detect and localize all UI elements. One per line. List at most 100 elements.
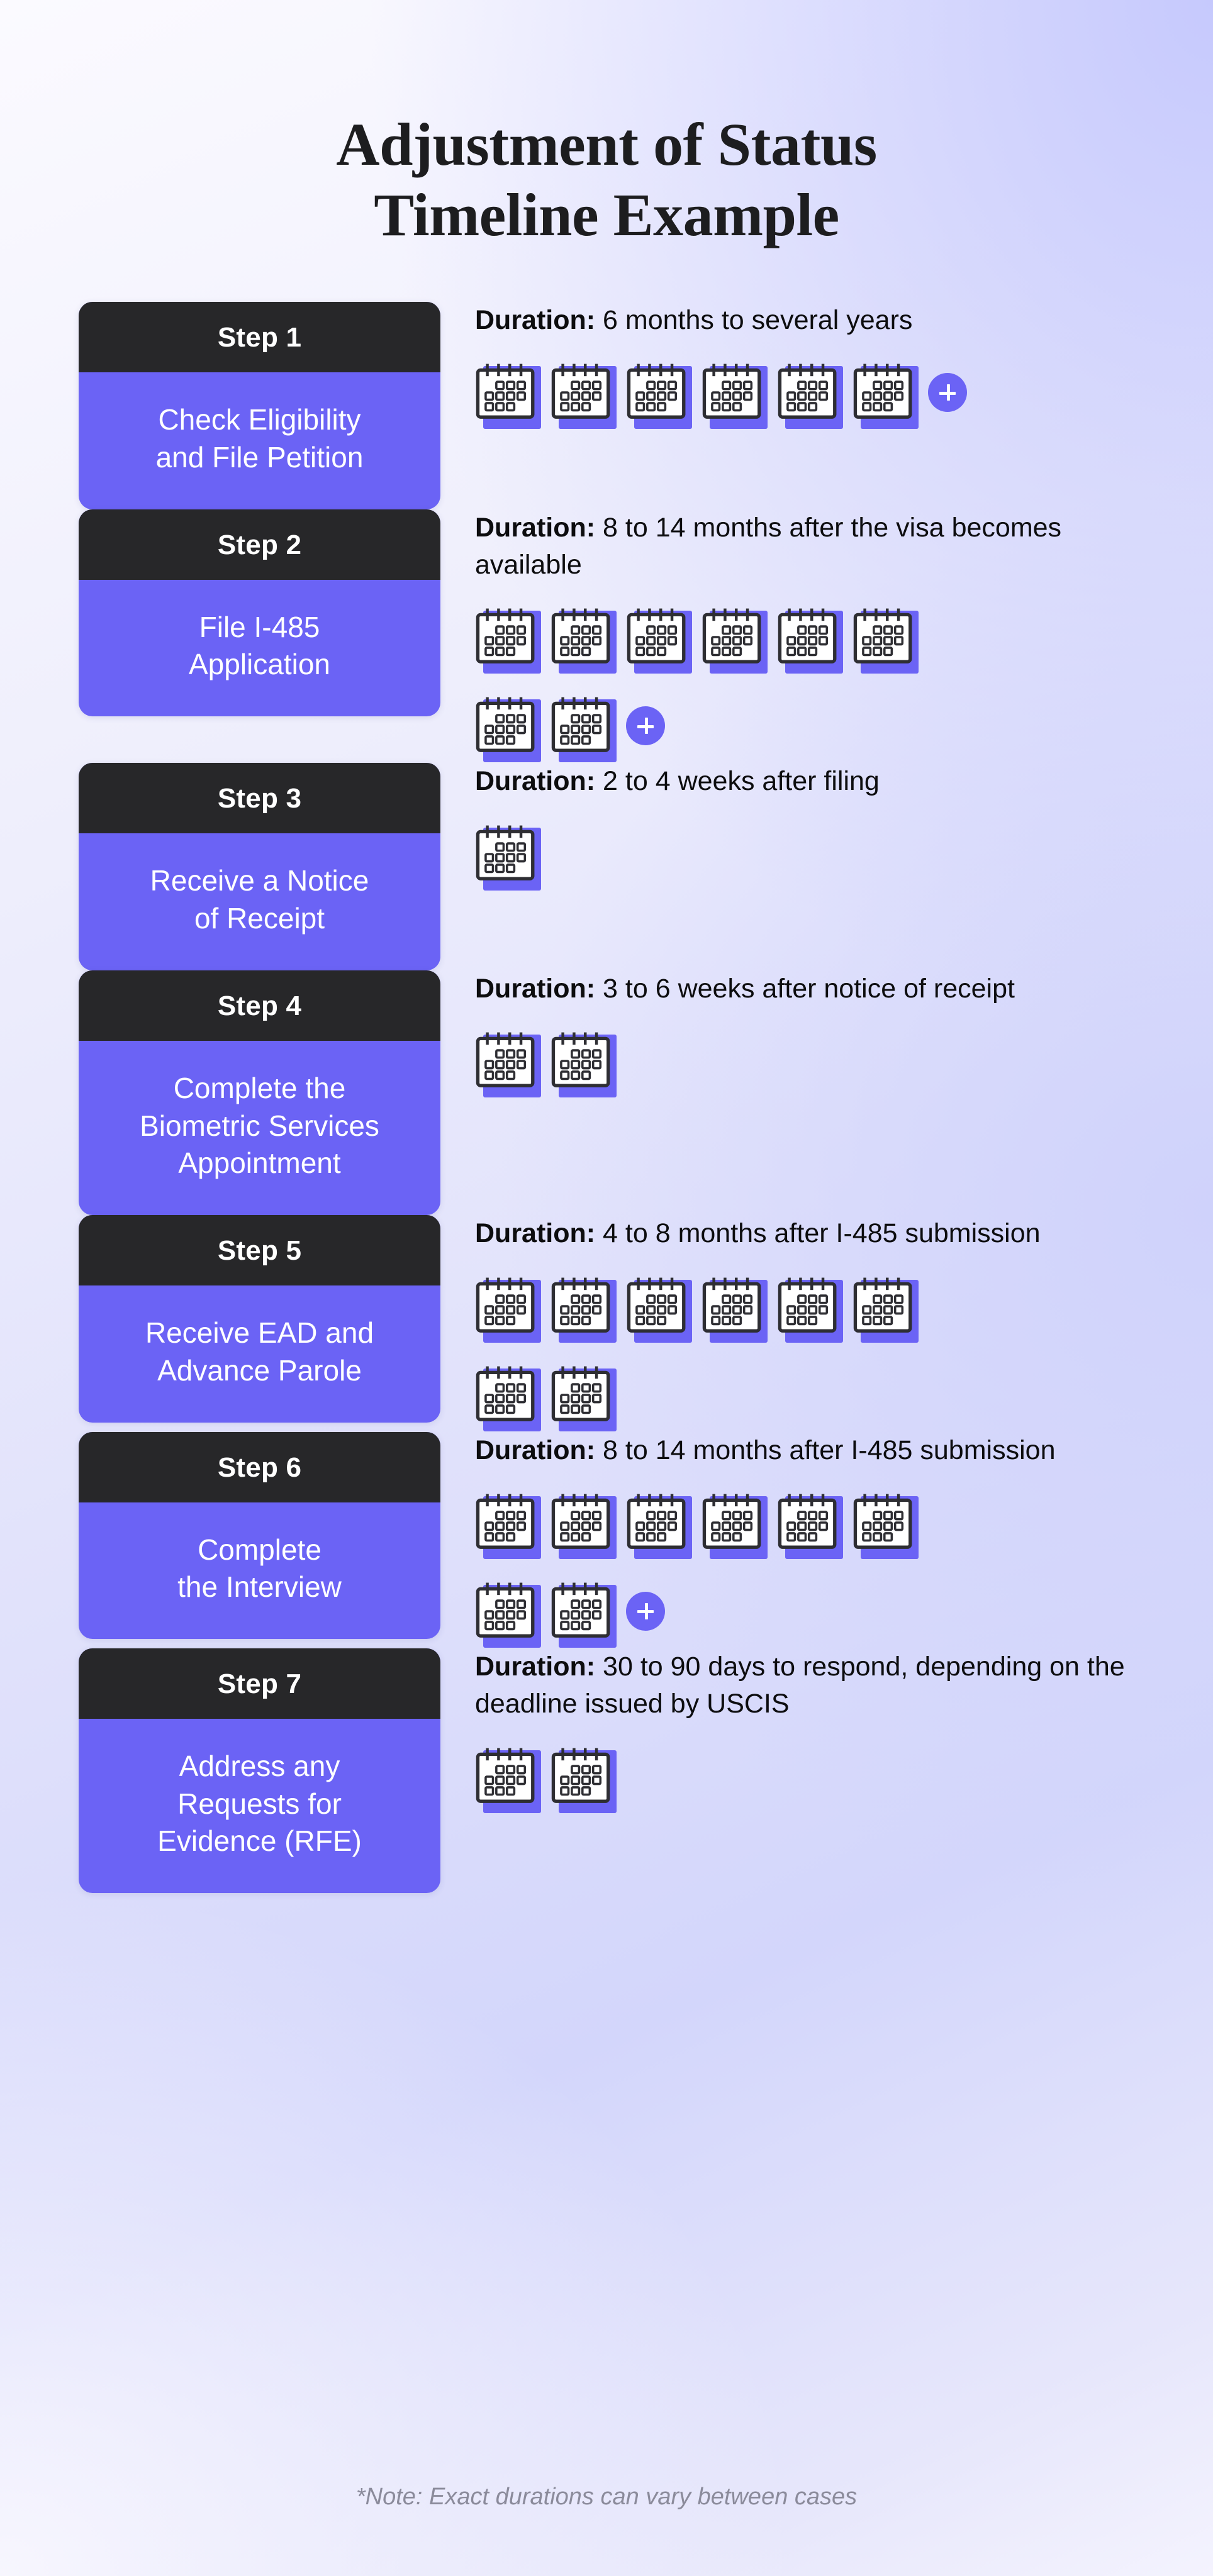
calendar-icon [475,1024,541,1098]
calendar-icon [551,1485,617,1560]
step-info-column: Duration: 8 to 14 months after I-485 sub… [440,1432,1213,1648]
step-card-header: Step 1 [79,302,440,372]
calendar-icon [475,1740,541,1814]
calendar-icon-group [475,1024,1104,1098]
plus-icon[interactable] [928,373,967,413]
duration-value: 8 to 14 months after I-485 submission [603,1435,1056,1465]
timeline-step-row: Step 7 Address any Requests for Evidence … [0,1648,1213,1894]
step-card-header: Step 2 [79,509,440,580]
duration-value: 4 to 8 months after I-485 submission [603,1218,1041,1249]
calendar-icon [852,600,919,674]
step-card-header: Step 7 [79,1648,440,1719]
calendar-icon [852,1269,919,1343]
calendar-icon [551,689,617,763]
step-card-header: Step 6 [79,1431,440,1502]
step-info-column: Duration: 8 to 14 months after the visa … [440,509,1213,763]
timeline-steps-list: Step 1 Check Eligibility and File Petitio… [0,302,1213,1894]
step-card-column: Step 6 Complete the Interview [0,1431,440,1640]
step-card-title: Address any Requests for Evidence (RFE) [157,1749,362,1858]
step-card-6[interactable]: Step 6 Complete the Interview [79,1431,440,1640]
step-card-column: Step 4 Complete the Biometric Services Ap… [0,970,440,1216]
calendar-icon [551,355,617,430]
step-card-title: Complete the Interview [177,1533,342,1604]
calendar-icon [777,1269,843,1343]
timeline-step-row: Step 5 Receive EAD and Advance Parole Dura… [0,1215,1213,1431]
step-card-3[interactable]: Step 3 Receive a Notice of Receipt [79,763,440,970]
calendar-icon [777,355,843,430]
duration-label: Duration: [475,973,596,1004]
timeline-step-row: Step 6 Complete the Interview Duration: 8 … [0,1431,1213,1648]
plus-icon[interactable] [626,706,665,746]
calendar-icon [475,817,541,891]
step-card-5[interactable]: Step 5 Receive EAD and Advance Parole [79,1215,440,1423]
duration-label: Duration: [475,1218,596,1249]
duration-text: Duration: 8 to 14 months after the visa … [475,509,1173,584]
calendar-icon [551,1024,617,1098]
calendar-icon [551,600,617,674]
step-info-column: Duration: 3 to 6 weeks after notice of r… [440,970,1213,1098]
step-card-column: Step 2 File I-485 Application [0,509,440,717]
calendar-icon [777,600,843,674]
calendar-icon [551,1574,617,1648]
duration-value: 8 to 14 months after the visa becomes av… [475,512,1062,580]
calendar-icon [702,1269,768,1343]
duration-text: Duration: 3 to 6 weeks after notice of r… [475,970,1173,1008]
step-card-4[interactable]: Step 4 Complete the Biometric Services Ap… [79,970,440,1216]
calendar-icon [551,1740,617,1814]
calendar-icon [551,1269,617,1343]
calendar-icon-group [475,1740,1104,1814]
calendar-icon [852,355,919,430]
step-card-column: Step 5 Receive EAD and Advance Parole [0,1215,440,1423]
timeline-step-row: Step 3 Receive a Notice of Receipt Duratio… [0,763,1213,970]
calendar-icon [475,355,541,430]
calendar-icon [475,1574,541,1648]
step-info-column: Duration: 2 to 4 weeks after filing [440,763,1213,891]
calendar-icon [475,1485,541,1560]
step-card-header: Step 5 [79,1215,440,1286]
duration-text: Duration: 2 to 4 weeks after filing [475,763,1173,800]
calendar-icon [702,355,768,430]
calendar-icon [702,600,768,674]
calendar-icon [626,1269,692,1343]
step-card-title: Check Eligibility and File Petition [155,403,364,474]
step-card-title: Receive a Notice of Receipt [150,864,369,935]
duration-label: Duration: [475,512,596,543]
duration-value: 3 to 6 weeks after notice of receipt [603,973,1015,1004]
duration-label: Duration: [475,1651,596,1682]
step-card-1[interactable]: Step 1 Check Eligibility and File Petitio… [79,302,440,509]
step-card-column: Step 7 Address any Requests for Evidence … [0,1648,440,1894]
duration-value: 6 months to several years [603,305,913,335]
step-info-column: Duration: 30 to 90 days to respond, depe… [440,1648,1213,1814]
calendar-icon [475,600,541,674]
duration-text: Duration: 6 months to several years [475,302,1173,339]
step-card-title: Complete the Biometric Services Appointm… [140,1071,379,1180]
step-card-header: Step 4 [79,970,440,1041]
calendar-icon [626,355,692,430]
calendar-icon [475,1358,541,1432]
timeline-step-row: Step 4 Complete the Biometric Services Ap… [0,970,1213,1216]
calendar-icon [475,689,541,763]
plus-icon[interactable] [626,1591,665,1631]
duration-label: Duration: [475,305,596,335]
calendar-icon [702,1485,768,1560]
duration-value: 2 to 4 weeks after filing [603,766,880,797]
calendar-icon [475,1269,541,1343]
step-info-column: Duration: 6 months to several years [440,302,1213,430]
step-card-2[interactable]: Step 2 File I-485 Application [79,509,440,717]
duration-text: Duration: 30 to 90 days to respond, depe… [475,1648,1173,1723]
calendar-icon [777,1485,843,1560]
page-title: Adjustment of Status Timeline Example [336,111,877,248]
duration-text: Duration: 8 to 14 months after I-485 sub… [475,1432,1173,1469]
step-card-title: File I-485 Application [188,610,331,681]
calendar-icon-group [475,817,1104,891]
duration-text: Duration: 4 to 8 months after I-485 subm… [475,1215,1173,1252]
duration-value: 30 to 90 days to respond, depending on t… [475,1651,1125,1719]
step-card-header: Step 3 [79,763,440,834]
timeline-step-row: Step 1 Check Eligibility and File Petitio… [0,302,1213,509]
duration-label: Duration: [475,766,596,797]
calendar-icon [626,1485,692,1560]
step-card-7[interactable]: Step 7 Address any Requests for Evidence … [79,1648,440,1894]
step-card-column: Step 1 Check Eligibility and File Petitio… [0,302,440,509]
step-card-title: Receive EAD and Advance Parole [145,1316,374,1387]
